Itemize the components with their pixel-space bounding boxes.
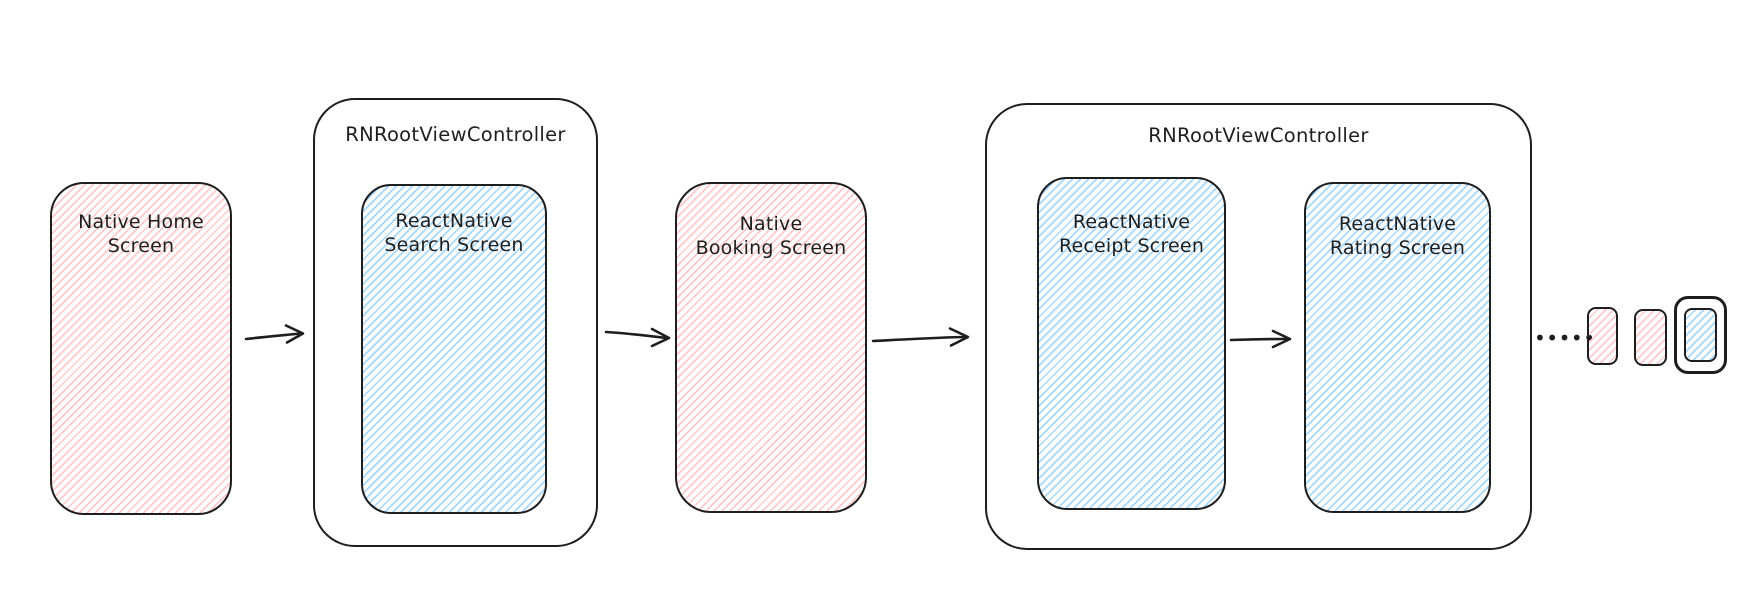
react-native-receipt-screen-label: ReactNative Receipt Screen	[1058, 211, 1205, 257]
arrow-line	[871, 335, 967, 343]
native-home-screen-label: Native Home Screen	[78, 211, 204, 257]
mini-react-native-screen	[1684, 308, 1717, 362]
mini-rnrootviewcontroller	[1674, 296, 1727, 374]
react-native-search-screen-label: ReactNative Search Screen	[384, 210, 524, 256]
container-rnrootviewcontroller-search: RNRootViewController ReactNative Search …	[313, 98, 598, 547]
mini-native-screen-2	[1634, 309, 1667, 366]
rnrootviewcontroller-label: RNRootViewController	[345, 123, 566, 146]
node-react-native-rating-screen: ReactNative Rating Screen	[1304, 182, 1491, 513]
arrow-head	[1271, 329, 1292, 349]
arrow-search-to-booking	[604, 327, 671, 348]
arrow-head	[948, 327, 970, 347]
mini-native-screen-1	[1587, 307, 1618, 365]
arrow-home-to-search	[244, 324, 305, 344]
node-react-native-receipt-screen: ReactNative Receipt Screen	[1037, 177, 1226, 510]
ellipsis-dots-icon: •••••	[1534, 326, 1596, 350]
node-react-native-search-screen: ReactNative Search Screen	[361, 184, 547, 514]
arrow-head	[284, 324, 305, 344]
node-native-home-screen: Native Home Screen	[50, 182, 232, 515]
container-rnrootviewcontroller-receipt-rating: RNRootViewController ReactNative Receipt…	[985, 103, 1532, 550]
arrow-line	[1229, 337, 1289, 342]
rnrootviewcontroller-label: RNRootViewController	[1148, 124, 1369, 147]
arrow-line	[244, 332, 302, 341]
react-native-rating-screen-label: ReactNative Rating Screen	[1329, 213, 1466, 259]
native-booking-screen-label: Native Booking Screen	[695, 213, 847, 259]
arrow-line	[604, 330, 668, 340]
arrow-head	[650, 327, 671, 348]
arrow-booking-to-receipt	[871, 327, 970, 347]
arrow-receipt-to-rating	[1229, 329, 1292, 349]
node-native-booking-screen: Native Booking Screen	[675, 182, 867, 513]
